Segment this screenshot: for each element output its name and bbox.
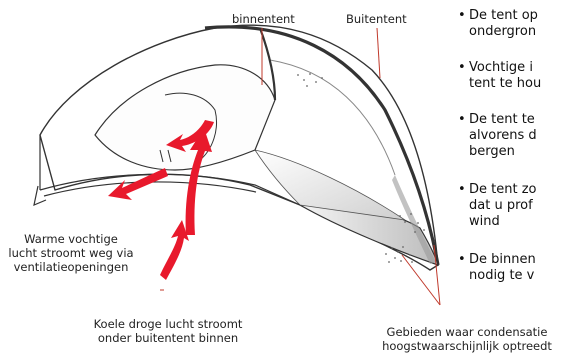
bullet-icon: •	[458, 112, 466, 128]
label-condensation-line-1: Gebieden waar condensatie	[370, 325, 564, 339]
tip-1-line-1: De tent op	[469, 8, 538, 23]
tip-4-line-3: wind	[469, 214, 500, 229]
tip-text-4: De tent zo dat u prof wind	[469, 182, 536, 230]
tip-text-5: De binnen nodig te v	[469, 252, 536, 284]
tip-2-line-2: tent te hou	[469, 76, 541, 91]
tip-text-3: De tent te alvorens d bergen	[469, 112, 537, 160]
label-warm-air-line-1: Warme vochtige	[8, 232, 134, 246]
tip-1-line-2: ondergron	[469, 24, 536, 39]
tip-4-line-1: De tent zo	[469, 182, 536, 197]
tip-3-line-2: alvorens d	[469, 128, 537, 143]
label-warm-air-line-2: lucht stroomt weg via	[8, 246, 134, 260]
label-cool-air: Koele droge lucht stroomt onder buitente…	[84, 317, 252, 345]
label-warm-air-line-3: ventilatieopeningen	[8, 260, 134, 274]
bullet-icon: •	[458, 8, 466, 24]
bullet-icon: •	[458, 182, 466, 198]
label-cool-air-line-2: onder buitentent binnen	[84, 331, 252, 345]
tip-4-line-2: dat u prof	[469, 198, 533, 213]
label-inner-tent: binnentent	[232, 12, 295, 26]
tip-3-line-1: De tent te	[469, 112, 535, 127]
bullet-icon: •	[458, 60, 466, 76]
tip-text-2: Vochtige i tent te hou	[469, 60, 541, 92]
label-cool-air-line-1: Koele droge lucht stroomt	[84, 317, 252, 331]
label-outer-tent: Buitentent	[346, 12, 407, 26]
tip-5-line-2: nodig te v	[469, 268, 534, 283]
tip-5-line-1: De binnen	[469, 252, 536, 267]
label-warm-air: Warme vochtige lucht stroomt weg via ven…	[8, 232, 134, 274]
bullet-icon: •	[458, 252, 466, 268]
tip-3-line-3: bergen	[469, 144, 515, 159]
tip-2-line-1: Vochtige i	[469, 60, 533, 75]
tip-text-1: De tent op ondergron	[469, 8, 538, 40]
label-condensation-line-2: hoogstwaarschijnlijk optreedt	[370, 339, 564, 353]
label-condensation: Gebieden waar condensatie hoogstwaarschi…	[370, 325, 564, 353]
